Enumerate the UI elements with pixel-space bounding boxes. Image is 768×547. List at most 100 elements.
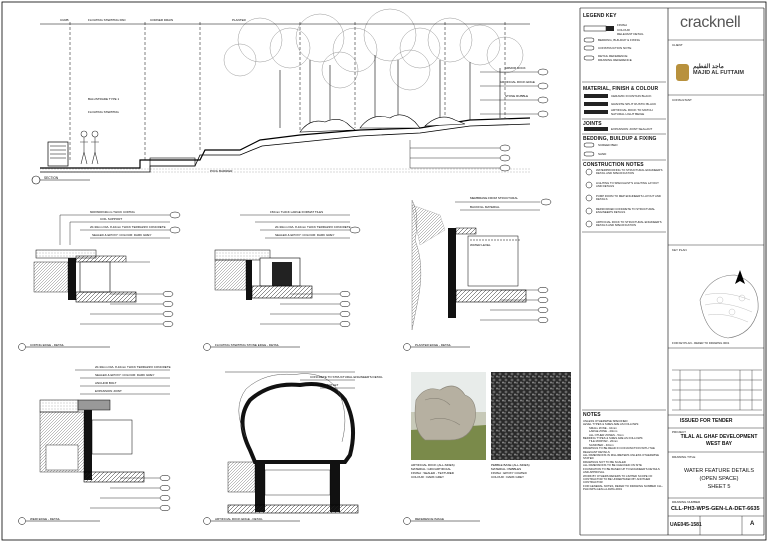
material-item: ARTIFICIAL ROCK TO MATCH NATURAL LIGHT B… bbox=[611, 108, 653, 116]
material-title: MATERIAL, FINISH & COLOUR bbox=[583, 86, 659, 92]
detail-weir-edge: 20-30mm DIA. 8-10mm THICK TERRAZZO CONCR… bbox=[18, 365, 171, 525]
keyplan-label: KEY PLAN bbox=[672, 248, 687, 252]
detail-planter-edge: MEMBRANE FROM STRUCTURAL BACKFILL MATERI… bbox=[403, 196, 552, 351]
note-item: LARGE ZONE - 20mm bbox=[589, 429, 618, 434]
detail-note: SEALED & EPOXY: COLOUR: DARK GREY bbox=[95, 373, 155, 377]
project-name-2: WEST BAY bbox=[706, 441, 732, 447]
note-item: SMALL ZONE - 10mm bbox=[589, 425, 617, 430]
ref-caption: MATERIAL: PEBBLES bbox=[491, 467, 521, 471]
detail-note: MEMBRANE FROM STRUCTURAL bbox=[470, 196, 518, 200]
reference-images: ARTIFICIAL ROCK (ALL-SIDES) MATERIAL: GR… bbox=[403, 372, 571, 525]
ref-caption: COLOUR : DARK GREY bbox=[411, 475, 444, 479]
section-label: CURB bbox=[60, 18, 69, 22]
drawing-title-3: SHEET 5 bbox=[707, 484, 731, 490]
drawing-title-1: WATER FEATURE DETAILS bbox=[683, 468, 755, 474]
note-item: DRAWINGS TO BE READ IN CONJUNCTION WITH … bbox=[583, 446, 655, 454]
legend-item: RELEVANT DETAIL bbox=[617, 32, 644, 36]
material-item: GRANITE SPLIT RUSTIC BLACK bbox=[611, 102, 657, 106]
detail-title: COPING EDGE - DETAIL bbox=[30, 343, 64, 347]
note-item: BEDDING TYPES & SIZES ARE AS FOLLOWS: bbox=[583, 436, 644, 441]
cn-item: PUMP ROOM TO MEP ENGINEER'S LAYOUT AND D… bbox=[596, 194, 661, 202]
project-label: PROJECT bbox=[672, 430, 687, 434]
ref-caption: PEBBLE BASE (ALL-SIDES) bbox=[491, 463, 530, 467]
detail-title: WEIR EDGE - DETAIL bbox=[30, 517, 60, 521]
section-label: FLOATING STEPPING PAD bbox=[88, 18, 126, 22]
legend-title: LEGEND KEY bbox=[583, 13, 617, 19]
cn-item: REINFORCED CONCRETE TO STRUCTURAL ENGINE… bbox=[596, 207, 655, 215]
drawing-number: CLL-PH3-WPS-GEN-LA-DET-6635 bbox=[671, 506, 760, 512]
note-item: UNLESS OTHERWISE SPECIFIED: bbox=[583, 419, 629, 423]
ref-caption: FINISH : EPOXY COATED bbox=[491, 471, 528, 475]
cn-item: LIGHTING TO SPECIALIST'S LIGHTING LAYOUT… bbox=[596, 181, 659, 189]
joints-title: JOINTS bbox=[583, 121, 602, 127]
cn-item: WATERPROOFING TO STRUCTURAL ENGINEER'S D… bbox=[596, 168, 663, 176]
note-item: ALL DIMENSIONS IN MILLIMETERS UNLESS OTH… bbox=[583, 453, 659, 461]
job-number: UAE045-1581 bbox=[670, 522, 702, 528]
dwg-no-label: DRAWING NUMBER bbox=[672, 500, 701, 504]
cn-item: ARTIFICIAL ROCK TO STRUCTURAL ENGINEER'S… bbox=[596, 220, 662, 228]
detail-note: WATER LEVEL bbox=[470, 243, 491, 247]
detail-title: PLANTER EDGE - DETAIL bbox=[415, 343, 451, 347]
note-item: TILE MORTAR - 20mm bbox=[589, 439, 618, 444]
client-name-ar: ماجد الفطيم bbox=[693, 64, 724, 70]
note-item: DRAWINGS NOT TO BE SCALED bbox=[583, 459, 626, 464]
legend-item: BEDDING, BUILDUP & FIXING bbox=[598, 38, 640, 42]
drawing-title-label: DRAWING TITLE bbox=[672, 455, 696, 459]
drawing-title-2: (OPEN SPACE) bbox=[699, 476, 739, 482]
note-item: ALL DIMENSIONS TO BE CHECKED ON SITE bbox=[583, 463, 642, 468]
client-name-en: MAJID AL FUTTAIM bbox=[693, 70, 744, 76]
section-label: PLANTER bbox=[232, 18, 247, 22]
project-name: TILAL AL GHAF DEVELOPMENT bbox=[680, 434, 758, 440]
legend-item: COLOUR bbox=[617, 28, 630, 32]
cn-title: CONSTRUCTION NOTES bbox=[583, 162, 644, 168]
note-item: WORK BY OTHERS REFERS TO LIMITED SCOPE O… bbox=[583, 473, 653, 485]
ref-caption: FINISH : SEALED - TEXTURED bbox=[411, 471, 455, 475]
title-block bbox=[668, 39, 764, 535]
detail-title: ARTIFICIAL ROCK EDGE - DETAIL bbox=[215, 517, 263, 521]
section-label: POOL BARRIER bbox=[210, 169, 233, 173]
legend-item: DRAWING REFERENCE bbox=[598, 58, 632, 62]
keyplan-caption: FOR KEYPLAN - REFER TO DRAWING 0001 bbox=[672, 341, 730, 345]
status-label: ISSUED FOR TENDER bbox=[680, 418, 733, 424]
detail-note: COIL SUPPORT bbox=[100, 217, 122, 221]
notes-title: NOTES bbox=[583, 412, 601, 418]
joint-item: EXPANSION JOINT SEALANT bbox=[611, 127, 653, 131]
detail-note: CONCRETE TO STRUCTURAL ENGINEER'S DETAIL bbox=[310, 375, 383, 379]
bedding-item: SAND bbox=[598, 152, 607, 156]
section-label: BALUSTRADE TYPE 1 bbox=[88, 97, 119, 101]
key-plan bbox=[699, 270, 759, 339]
note-item: LEVEL TYPES & SIZES ARE AS FOLLOWS: bbox=[583, 422, 639, 427]
revision: A bbox=[750, 521, 755, 527]
detail-note: 20-30mm DIA. 8-10mm THICK TERRAZZO CONCR… bbox=[275, 225, 351, 229]
section-title: SECTION bbox=[44, 176, 59, 180]
bedding-item: SCREED BED bbox=[598, 143, 618, 147]
detail-note: DRAINAGE OUTLET bbox=[310, 383, 339, 387]
detail-title: REFERENCE IMAGE bbox=[415, 517, 444, 521]
detail-note: BACKFILL MATERIAL bbox=[470, 205, 500, 209]
note-item: ALL OTHER ZONES - 5mm bbox=[589, 432, 624, 437]
bedding-title: BEDDING, BUILDUP & FIXING bbox=[583, 136, 657, 142]
ref-caption: COLOUR : DARK GREY bbox=[491, 475, 524, 479]
detail-note: 20-30mm DIA. 8-10mm THICK TERRAZZO CONCR… bbox=[95, 365, 171, 369]
material-item: CERAMIC FOUNTAIN BLACK bbox=[611, 94, 652, 98]
section-label: ARMOR ROCK bbox=[505, 66, 526, 70]
note-item: FOR GENERAL NOTES, REFER TO DRAWING NUMB… bbox=[583, 483, 663, 492]
detail-floating-stepping: 150mm THICK LARGE FORMAT TILES 20-30mm D… bbox=[203, 210, 361, 351]
detail-note: EXPANSION JOINT bbox=[95, 389, 122, 393]
note-item: SAND BED - 40mm bbox=[589, 442, 614, 447]
detail-title: FLOATING STEPPING STONE EDGE - DETAIL bbox=[215, 343, 280, 347]
detail-note: SEALED & EPOXY: COLOUR: DARK GREY bbox=[275, 233, 335, 237]
detail-note: SEALED & EPOXY: COLOUR: DARK GREY bbox=[92, 233, 152, 237]
ref-caption: MATERIAL: GRC/ARTIFICIAL bbox=[411, 467, 451, 471]
detail-artificial-rock: CONCRETE TO STRUCTURAL ENGINEER'S DETAIL… bbox=[203, 371, 383, 525]
detail-note: 150mm THICK LARGE FORMAT TILES bbox=[270, 210, 323, 214]
consultant-label: CONSULTANT bbox=[672, 98, 692, 102]
detail-note: 20-30mm DIA. 8-10mm THICK TERRAZZO CONCR… bbox=[90, 225, 166, 229]
section-label: ARTIFICIAL ROCK EDGE bbox=[500, 80, 535, 84]
brand-logo: cracknell bbox=[680, 14, 741, 31]
section-label: STONE RUBBLE bbox=[505, 94, 528, 98]
notes-list: UNLESS OTHERWISE SPECIFIED: LEVEL TYPES … bbox=[583, 419, 665, 492]
legend-item: DETAIL REFERENCE bbox=[598, 54, 628, 58]
